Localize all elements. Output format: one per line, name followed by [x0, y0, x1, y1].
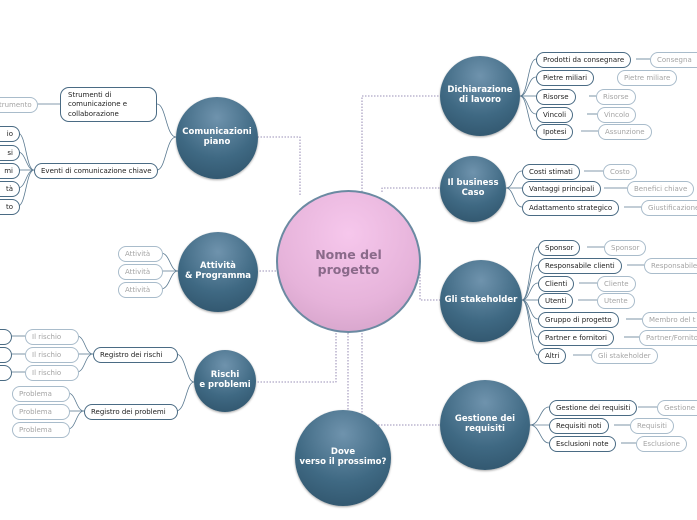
item-attivita-3[interactable]: Attività	[118, 282, 163, 298]
sub-utente[interactable]: Utente	[597, 293, 635, 309]
sub-responsabile[interactable]: Responsabile	[644, 258, 697, 274]
item-responsabile-clienti[interactable]: Responsabile clienti	[538, 258, 622, 274]
item-requisiti-noti[interactable]: Requisiti noti	[549, 418, 609, 434]
sub-rischio-1[interactable]: Il rischio	[25, 329, 79, 345]
item-registro-problemi[interactable]: Registro dei problemi	[84, 404, 178, 420]
sub-rischio-left-2	[0, 347, 12, 363]
sub-esclusione[interactable]: Esclusione	[636, 436, 687, 452]
sub-gestione[interactable]: Gestione	[657, 400, 697, 416]
item-sponsor[interactable]: Sponsor	[538, 240, 581, 256]
item-eventi[interactable]: Eventi di comunicazione chiave	[34, 163, 158, 179]
item-risorse[interactable]: Risorse	[536, 89, 576, 105]
item-altri[interactable]: Altri	[538, 348, 567, 364]
hub-business[interactable]: Il business Caso	[440, 156, 506, 222]
item-strumenti[interactable]: Strumenti di comunicazione e collaborazi…	[60, 87, 157, 122]
sub-rischio-left-1	[0, 329, 12, 345]
hub-stakeholder[interactable]: Gli stakeholder	[440, 260, 522, 342]
item-vantaggi[interactable]: Vantaggi principali	[522, 181, 602, 197]
sub-evento-4[interactable]: tà	[0, 181, 20, 197]
item-registro-rischi[interactable]: Registro dei rischi	[93, 347, 178, 363]
sub-requisiti[interactable]: Requisiti	[630, 418, 674, 434]
item-gruppo-progetto[interactable]: Gruppo di progetto	[538, 312, 619, 328]
sub-costo[interactable]: Costo	[603, 164, 637, 180]
item-partner[interactable]: Partner e fornitori	[538, 330, 614, 346]
sub-evento-1[interactable]: io	[0, 126, 20, 142]
sub-strumento[interactable]: trumento	[0, 97, 38, 113]
sub-vincolo[interactable]: Vincolo	[597, 107, 637, 123]
item-esclusioni[interactable]: Esclusioni note	[549, 436, 616, 452]
item-attivita-2[interactable]: Attività	[118, 264, 163, 280]
sub-problema-2[interactable]: Problema	[12, 404, 70, 420]
hub-attivita[interactable]: Attività & Programma	[178, 232, 258, 312]
item-vincoli[interactable]: Vincoli	[536, 107, 574, 123]
item-prodotti[interactable]: Prodotti da consegnare	[536, 52, 632, 68]
hub-rischi[interactable]: Rischi e problemi	[194, 350, 256, 412]
sub-assunzione[interactable]: Assunzione	[598, 124, 652, 140]
sub-membro[interactable]: Membro del t	[642, 312, 697, 328]
sub-rischio-left-3	[0, 365, 12, 381]
sub-problema-1[interactable]: Problema	[12, 386, 70, 402]
sub-risorse[interactable]: Risorse	[596, 89, 636, 105]
item-pietre-miliari[interactable]: Pietre miliari	[536, 70, 595, 86]
item-attivita-1[interactable]: Attività	[118, 246, 163, 262]
sub-rischio-2[interactable]: Il rischio	[25, 347, 79, 363]
sub-giustificazione[interactable]: Giustificazione	[641, 200, 697, 216]
sub-consegna[interactable]: Consegna	[650, 52, 697, 68]
sub-rischio-3[interactable]: Il rischio	[25, 365, 79, 381]
hub-dichiarazione[interactable]: Dichiarazione di lavoro	[440, 56, 520, 136]
item-adattamento[interactable]: Adattamento strategico	[522, 200, 620, 216]
hub-gestione[interactable]: Gestione dei requisiti	[440, 380, 530, 470]
sub-evento-2[interactable]: si	[0, 145, 20, 161]
sub-gli-stakeholder[interactable]: Gli stakeholder	[591, 348, 658, 364]
sub-sponsor[interactable]: Sponsor	[604, 240, 647, 256]
item-utenti[interactable]: Utenti	[538, 293, 574, 309]
sub-cliente[interactable]: Cliente	[597, 276, 636, 292]
item-ipotesi[interactable]: Ipotesi	[536, 124, 574, 140]
sub-evento-3[interactable]: mi	[0, 163, 20, 179]
sub-pietre-miliare[interactable]: Pietre miliare	[617, 70, 678, 86]
hub-comunicazioni[interactable]: Comunicazioni piano	[176, 97, 258, 179]
hub-dove[interactable]: Dove verso il prossimo?	[295, 410, 391, 506]
item-clienti[interactable]: Clienti	[538, 276, 575, 292]
sub-evento-5[interactable]: to	[0, 199, 20, 215]
sub-problema-3[interactable]: Problema	[12, 422, 70, 438]
item-gestione-requisiti[interactable]: Gestione dei requisiti	[549, 400, 638, 416]
sub-partner[interactable]: Partner/Fornito	[639, 330, 697, 346]
sub-benefici[interactable]: Benefici chiave	[627, 181, 695, 197]
item-costi-stimati[interactable]: Costi stimati	[522, 164, 580, 180]
central-topic[interactable]: Nome del progetto	[276, 190, 421, 333]
